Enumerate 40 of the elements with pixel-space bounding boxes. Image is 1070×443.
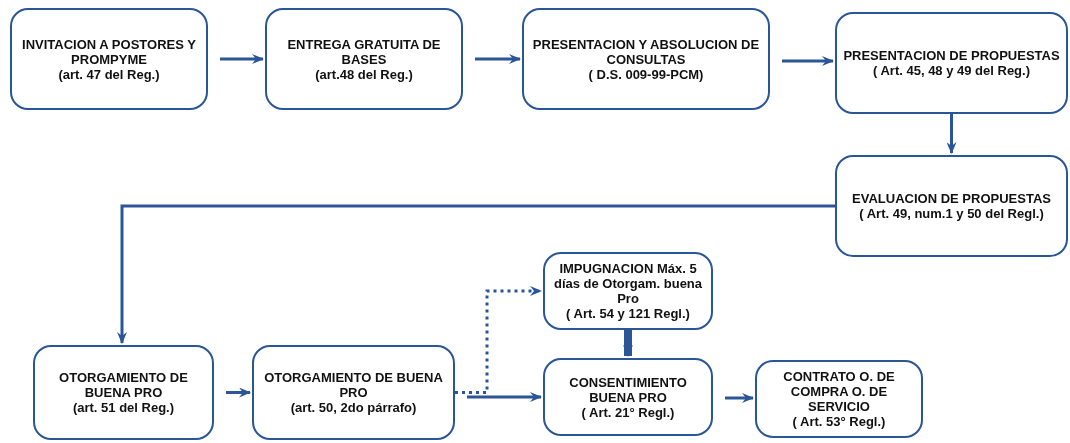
arrow [725,393,754,403]
arrow [117,204,835,344]
arrow [946,114,957,154]
step-title: OTORGAMIENTO DE BUENA PRO [263,370,444,400]
process-box [755,360,923,438]
process-box [835,155,1068,257]
arrow [226,387,251,398]
arrow [455,286,542,394]
arrow [220,54,264,64]
step-title: CONTRATO O. DE COMPRA O. DE SERVICIO [782,369,896,414]
step-title: ENTREGA GRATUITA DE BASES [286,36,442,67]
process-box [835,12,1068,114]
legal-reference: ( Art. 21° Regl.) [581,404,675,420]
process-box [543,252,713,330]
process-box [543,358,713,436]
step-title: EVALUACION DE PROPUESTAS [852,191,1051,206]
arrow [467,392,542,402]
step-title: PRESENTACION Y ABSOLUCION DE CONSULTAS [531,36,761,67]
step-title: IMPUGNACION Máx. 5 días de Otorgam. buena Pro [552,261,704,306]
arrow [623,330,633,357]
step-title: OTORGAMIENTO DE BUENA PRO [58,370,189,400]
legal-reference: ( Art. 49, num.1 y 50 del Regl.) [859,206,1044,221]
step-title: CONSENTIMIENTO BUENA PRO [568,374,688,405]
arrow [475,54,521,64]
step-title: PRESENTACION DE PROPUESTAS [843,48,1060,63]
legal-reference: ( Art. 45, 48 y 49 del Reg.) [873,63,1030,78]
legal-reference: ( Art. 54 y 121 Regl.) [566,306,690,321]
process-box [33,345,214,440]
process-box [265,8,463,110]
process-box [522,8,770,110]
legal-reference: ( D.S. 009-99-PCM) [588,66,704,82]
arrow [782,56,834,66]
legal-reference: (art. 50, 2do párrafo) [290,400,417,415]
legal-reference: (art. 51 del Reg.) [72,400,175,415]
step-title: INVITACION A POSTORES Y PROMPYME [21,36,197,67]
legal-reference: (art. 47 del Reg.) [58,66,160,82]
process-box [252,345,455,440]
process-box [10,8,208,110]
legal-reference: ( Art. 53° Regl.) [792,414,886,429]
legal-reference: (art.48 del Reg.) [315,66,413,82]
